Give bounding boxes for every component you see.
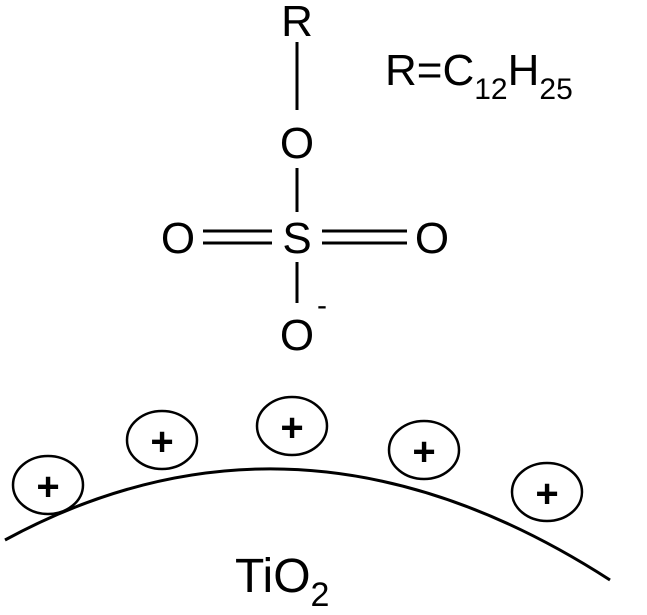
plus-sign: + — [36, 465, 59, 509]
atom-o-bottom: O — [280, 311, 314, 360]
formula-c-subscript: 12 — [474, 73, 507, 106]
atom-o-right: O — [415, 214, 449, 263]
tio2-label-subscript: 2 — [311, 576, 330, 614]
positive-charge-3: + — [255, 395, 329, 457]
positive-charge-1: + — [11, 454, 85, 516]
atom-s: S — [282, 214, 311, 263]
atom-o-left: O — [161, 214, 195, 263]
tio2-surface-arc — [4, 467, 611, 582]
plus-sign: + — [535, 472, 558, 516]
positive-charge-5: + — [510, 461, 584, 523]
tio2-label: TiO2 — [235, 550, 329, 614]
plus-sign: + — [280, 406, 303, 450]
r-group-formula: R=C12H25 — [385, 46, 573, 106]
plus-sign: + — [150, 420, 173, 464]
formula-prefix: R=C — [385, 46, 474, 95]
formula-h: H — [508, 46, 540, 95]
plus-sign: + — [412, 430, 435, 474]
tio2-label-main: TiO — [235, 550, 311, 603]
atom-o-ester: O — [280, 119, 314, 168]
positive-charge-2: + — [125, 409, 199, 471]
formula-h-subscript: 25 — [539, 73, 572, 106]
negative-charge-sign: - — [317, 289, 327, 322]
positive-charge-4: + — [387, 419, 461, 481]
atom-r: R — [281, 0, 313, 46]
